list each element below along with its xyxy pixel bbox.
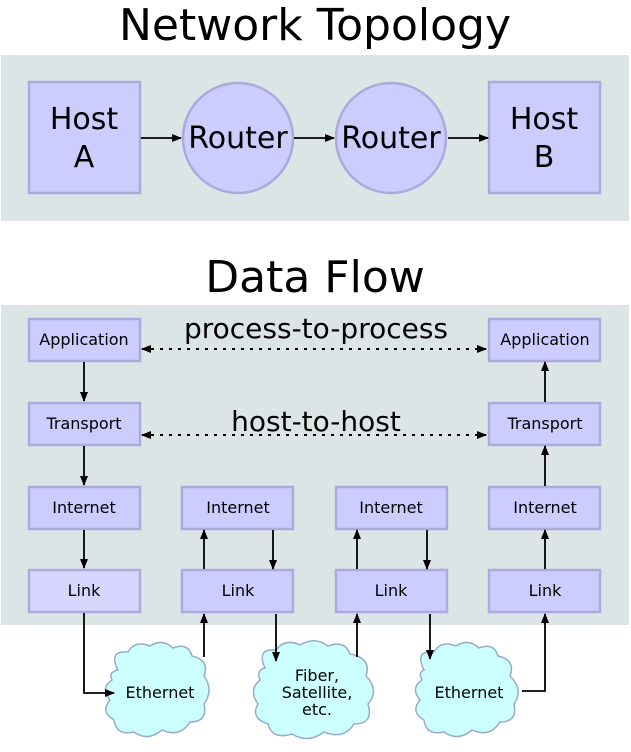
stack-b-transport-label: Transport	[506, 414, 582, 433]
cloud-ethernet-1-label: Ethernet	[126, 683, 195, 702]
cloud-ethernet-2-label: Ethernet	[435, 683, 504, 702]
arrow-cloud3-b-link	[522, 613, 549, 692]
cloud-ethernet-2: Ethernet	[414, 641, 519, 738]
router-2-link: Link	[334, 568, 449, 614]
stack-a-application-label: Application	[39, 330, 128, 349]
stack-b-link: Link	[487, 568, 602, 614]
stack-b-internet: Internet	[487, 485, 602, 531]
router-1-link-label: Link	[222, 581, 256, 600]
cloud-ethernet-1: Ethernet	[104, 641, 210, 738]
stack-a-internet: Internet	[27, 485, 142, 531]
cloud-fiber-label-line2: Satellite,	[282, 683, 353, 702]
arrow-a-link-cloud	[83, 613, 115, 697]
cloud-fiber-label-line3: etc.	[302, 700, 332, 719]
host-b-label-line2: B	[534, 140, 555, 175]
process-to-process-label: process-to-process	[184, 312, 448, 345]
stack-b-transport: Transport	[487, 401, 602, 447]
router-2-node: Router	[334, 81, 448, 195]
router-2-label: Router	[341, 121, 441, 156]
host-b-label-line1: Host	[510, 102, 579, 137]
router-1-internet: Internet	[180, 485, 295, 531]
stack-a-link-label: Link	[68, 581, 102, 600]
stack-b-application-label: Application	[500, 330, 589, 349]
stack-b-link-label: Link	[529, 581, 563, 600]
host-to-host-label: host-to-host	[231, 405, 401, 438]
cloud-fiber-satellite: Fiber, Satellite, etc.	[252, 640, 375, 740]
topology-title: Network Topology	[119, 0, 511, 51]
router-1-link: Link	[180, 568, 295, 614]
host-b-node: Host B	[487, 80, 602, 195]
host-a-label-line1: Host	[50, 102, 119, 137]
router-2-internet-label: Internet	[359, 498, 423, 517]
stack-a-transport-label: Transport	[45, 414, 121, 433]
router-1-node: Router	[181, 81, 295, 195]
stack-a-internet-label: Internet	[52, 498, 116, 517]
host-a-node: Host A	[27, 80, 142, 195]
stack-b-internet-label: Internet	[513, 498, 577, 517]
router-1-internet-label: Internet	[206, 498, 270, 517]
dataflow-title: Data Flow	[205, 252, 424, 303]
stack-b-application: Application	[487, 317, 602, 363]
router-2-link-label: Link	[375, 581, 409, 600]
stack-a-link: Link	[27, 568, 142, 614]
host-a-label-line2: A	[74, 140, 95, 175]
cloud-fiber-label-line1: Fiber,	[295, 666, 339, 685]
stack-a-transport: Transport	[27, 401, 142, 447]
router-1-label: Router	[188, 121, 288, 156]
stack-a-application: Application	[27, 317, 142, 363]
router-2-internet: Internet	[334, 485, 449, 531]
